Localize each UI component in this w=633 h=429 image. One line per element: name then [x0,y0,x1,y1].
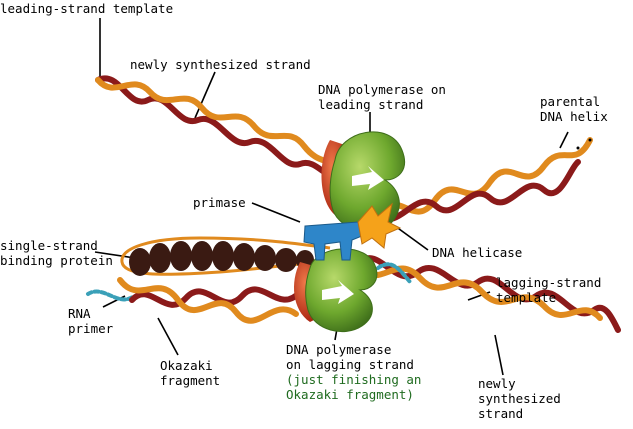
leader-primase [251,202,301,223]
label-new-strand-top: newly synthesized strand [130,57,311,72]
helix-end-dot-1 [576,146,580,150]
label-line: Okazaki [160,358,213,373]
label-text: newly synthesized strand [130,57,311,72]
lagging-template-left [117,277,299,324]
leader-new-strand-bottom [494,334,504,376]
label-helicase: DNA helicase [432,245,522,260]
ssb-bead [275,248,297,272]
label-line: DNA polymerase [286,342,392,357]
label-line: lagging-strand [496,275,602,290]
arrow-icon-leading [352,166,384,190]
polymerase-leading [321,131,406,232]
label-parental: parental DNA helix [540,94,608,124]
label-line: RNA [68,306,91,321]
label-new-strand-bottom: newly synthesized strand [478,376,561,421]
label-line: template [496,290,557,305]
label-line: parental [540,94,601,109]
rna-primer-right [376,262,412,284]
label-line: (just finishing an [286,372,422,387]
label-line: primer [68,321,114,336]
parental-strand-b [377,159,581,222]
label-line: fragment [160,373,221,388]
label-pol-lagging-note: (just finishing an Okazaki fragment) [286,372,421,402]
label-line: DNA helix [540,109,608,124]
ssb-chain [129,241,314,276]
label-line: leading strand [318,97,424,112]
ssb-bead [254,245,276,271]
label-lagging-template: lagging-strand template [496,275,601,305]
leader-helicase [394,225,429,251]
helix-end-dot-2 [588,138,592,142]
label-line: newly [478,376,516,391]
ssb-bead [212,241,234,271]
lagging-left-helix [86,277,303,324]
label-text: leading-strand template [0,1,174,16]
leading-helix [95,75,343,183]
label-line: DNA polymerase on [318,82,446,97]
label-line: strand [478,406,524,421]
label-pol-lagging: DNA polymerase on lagging strand [286,342,414,372]
parental-strand-a [377,137,593,215]
leader-ssb [94,251,136,259]
ssb-bead [170,241,192,271]
label-line: synthesized [478,391,561,406]
label-leading-template: leading-strand template [0,1,173,16]
lagging-right-helix [357,255,621,333]
ssb-bead [233,243,255,271]
label-line: Okazaki fragment) [286,387,414,402]
leader-new-strand-top [194,71,216,119]
label-rna-primer: RNA primer [68,306,113,336]
arrow-icon-lagging [322,280,354,304]
leading-new-strand [95,77,341,171]
leading-template-strand [95,75,343,183]
ssb-bead [191,241,213,271]
ssb-bead [129,248,151,276]
label-line: on lagging strand [286,357,414,372]
leader-lines [94,18,569,376]
label-okazaki: Okazaki fragment [160,358,220,388]
label-text: primase [193,195,246,210]
ssb-bead [149,243,171,273]
okazaki-fragment-strand [129,286,303,308]
label-line: binding protein [0,253,113,268]
helicase-shape [357,202,402,249]
leader-parental [559,131,569,149]
parental-helix [377,137,593,222]
leader-okazaki [157,317,179,356]
polymerase-lagging [294,248,378,333]
label-text: DNA helicase [432,245,523,260]
rna-primer-left [86,289,136,302]
label-ssb: single-strand binding protein [0,238,113,268]
label-pol-leading: DNA polymerase on leading strand [318,82,446,112]
label-primase: primase [193,195,246,210]
label-line: single-strand [0,238,98,253]
